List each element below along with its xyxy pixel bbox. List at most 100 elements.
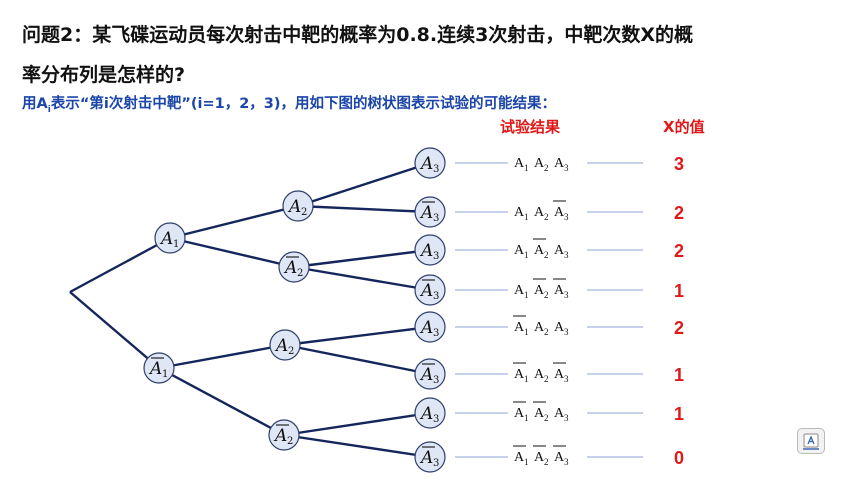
result-letter: A: [514, 243, 525, 258]
node-circle: [414, 397, 446, 429]
tree-edge: [158, 366, 285, 437]
tree-edge: [158, 343, 286, 370]
result-index: 2: [544, 374, 549, 384]
result-letter: A: [514, 156, 525, 171]
node-index: 3: [433, 291, 439, 302]
result-index: 1: [524, 250, 529, 260]
node-circle: [143, 352, 175, 384]
result-letter: A: [534, 283, 545, 298]
result-letter: A: [534, 320, 545, 335]
node-letter: A: [273, 426, 287, 446]
result-index: 3: [564, 327, 569, 337]
x-value: 2: [674, 241, 684, 261]
tree-edge: [283, 433, 431, 459]
node-letter: A: [419, 281, 433, 301]
result-letter: A: [514, 320, 525, 335]
node-circle: [414, 358, 446, 390]
node-circle: [154, 222, 186, 254]
result-index: 3: [564, 374, 569, 384]
result-index: 1: [524, 327, 529, 337]
node-circle: [414, 196, 446, 228]
result-letter: A: [554, 205, 565, 220]
result-letter: A: [514, 450, 525, 465]
result-index: 1: [524, 212, 529, 222]
node-letter: A: [419, 241, 433, 261]
result-index: 1: [524, 457, 529, 467]
node-index: 2: [301, 207, 307, 218]
tree-edge: [283, 411, 431, 437]
result-index: 3: [564, 290, 569, 300]
node-index: 2: [288, 346, 294, 357]
result-index: 2: [544, 290, 549, 300]
result-letter: A: [554, 406, 565, 421]
result-letter: A: [514, 283, 525, 298]
result-letter: A: [554, 243, 565, 258]
x-value: 1: [674, 281, 684, 301]
node-circle: [268, 419, 300, 451]
node-circle: [414, 234, 446, 266]
result-letter: A: [534, 406, 545, 421]
result-letter: A: [514, 205, 525, 220]
x-value: 1: [674, 404, 684, 424]
node-letter: A: [274, 336, 288, 356]
question-line-2: 率分布列是怎样的?: [22, 64, 186, 86]
node-letter: A: [419, 365, 433, 385]
result-index: 2: [544, 163, 549, 173]
result-index: 3: [564, 163, 569, 173]
x-value: 2: [674, 318, 684, 338]
node-index: 3: [433, 213, 439, 224]
node-letter: A: [419, 203, 433, 223]
x-value: 0: [674, 448, 684, 468]
node-circle: [269, 329, 301, 361]
result-letter: A: [514, 367, 525, 382]
node-letter: A: [283, 258, 297, 278]
question-line-1: 问题2：某飞碟运动员每次射击中靶的概率为0.8.连续3次射击，中靶次数X的概: [22, 24, 693, 46]
node-index: 2: [297, 268, 303, 279]
pen-tool-button[interactable]: [797, 428, 825, 454]
tree-edge: [297, 161, 431, 208]
result-letter: A: [534, 156, 545, 171]
tree-edge: [69, 291, 160, 369]
node-letter: A: [287, 197, 301, 217]
result-index: 3: [564, 250, 569, 260]
result-index: 1: [524, 290, 529, 300]
result-index: 1: [524, 374, 529, 384]
node-index: 3: [433, 375, 439, 386]
results-header: 试验结果: [500, 118, 561, 136]
tree-edge: [284, 343, 431, 376]
tree-edge: [284, 325, 431, 347]
result-index: 3: [564, 212, 569, 222]
result-index: 3: [564, 457, 569, 467]
node-letter: A: [419, 318, 433, 338]
intro-text: 用Ai表示“第i次射击中靶”(i=1，2，3)，用如下图的树状图表示试验的可能结…: [22, 92, 556, 115]
tree-edges: [69, 161, 431, 459]
node-index: 3: [433, 328, 439, 339]
result-letter: A: [554, 367, 565, 382]
result-letter: A: [554, 450, 565, 465]
tree-edge: [169, 236, 295, 269]
tree-edge: [297, 204, 431, 214]
result-letter: A: [534, 450, 545, 465]
node-circle: [414, 274, 446, 306]
node-index: 3: [433, 414, 439, 425]
result-letter: A: [514, 406, 525, 421]
result-letter: A: [554, 156, 565, 171]
result-index: 2: [544, 250, 549, 260]
